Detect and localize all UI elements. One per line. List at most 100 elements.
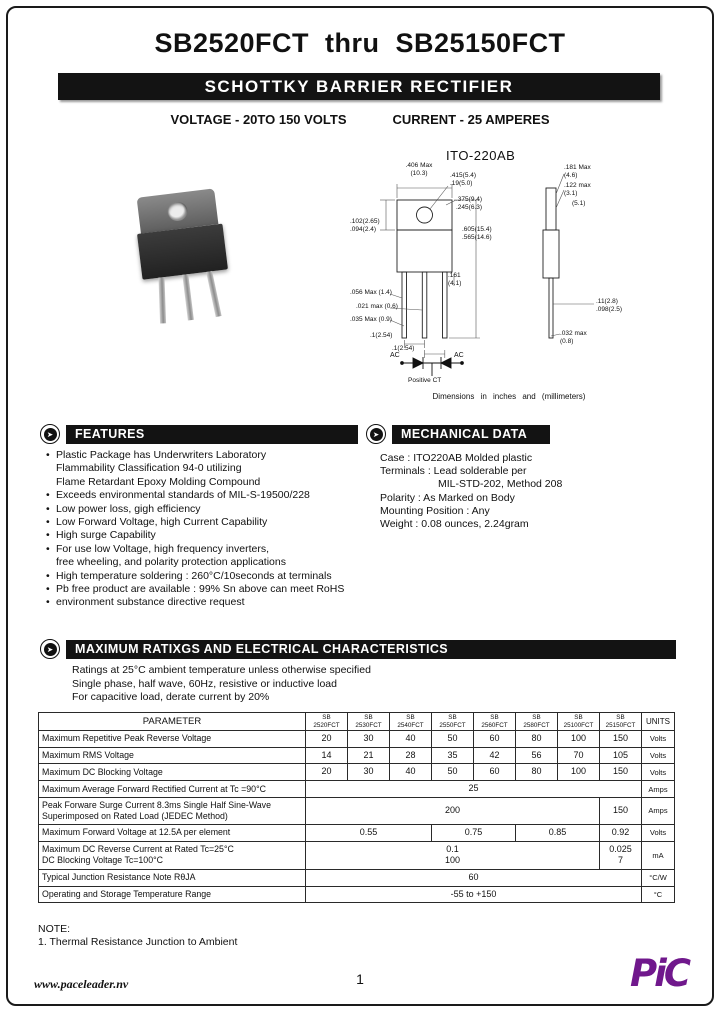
dim-label: .102(2.65) .094(2.4) (350, 218, 380, 233)
value-cell: 40 (389, 763, 432, 782)
voltage-range: VOLTAGE - 20TO 150 VOLTS (170, 112, 347, 127)
param-cell: Operating and Storage Temperature Range (38, 885, 306, 904)
unit-cell: Amps (641, 780, 675, 798)
unit-cell: mA (641, 840, 675, 870)
mechanical-line: MIL-STD-202, Method 208 (438, 478, 563, 491)
feature-item: High surge Capability (46, 529, 364, 543)
features-list: Plastic Package has Underwriters Laborat… (46, 449, 364, 610)
value-cell: 42 (473, 746, 516, 765)
mechanical-heading: MECHANICAL DATA (392, 424, 550, 444)
dim-label: .406 Max (10.3) (405, 162, 433, 177)
arrow-glyph: ➤ (43, 427, 57, 441)
table-row: Maximum Forward Voltage at 12.5A per ele… (38, 823, 675, 842)
mechanical-line: Case : ITO220AB Molded plastic (380, 452, 533, 464)
value-cell: 150 (599, 796, 642, 825)
ratings-intro-line: For capacitive load, derate current by 2… (72, 691, 270, 703)
package-lead (182, 274, 194, 321)
part-column-header: SB 25100FCT (557, 711, 600, 732)
dim-label: (5.1) (572, 200, 586, 207)
unit-cell: Volts (641, 823, 675, 842)
param-cell: Maximum DC Reverse Current at Rated Tc=2… (38, 840, 306, 870)
value-cell: 40 (389, 730, 432, 748)
package-photo (128, 188, 248, 324)
value-cell: 50 (431, 763, 474, 782)
feature-item: Low power loss, gigh efficiency (46, 503, 364, 517)
value-cell: 35 (431, 746, 474, 765)
dim-label: .415(5.4) .19(5.0) (450, 172, 477, 187)
unit-cell: °C (641, 885, 675, 904)
feature-item: Low Forward Voltage, high Current Capabi… (46, 516, 364, 530)
footer-website[interactable]: www.paceleader.nv (34, 977, 129, 991)
part-column-header: SB 2560FCT (473, 711, 516, 732)
feature-item: environment substance directive request (46, 596, 364, 610)
mechanical-line: Terminals : Lead solderable per (380, 465, 527, 478)
features-heading: FEATURES (66, 424, 358, 444)
ct-connection-diagram (400, 357, 464, 376)
ratings-heading: MAXIMUM RATIXGS AND ELECTRICAL CHARACTER… (66, 639, 676, 659)
dim-label: .161 (4.1) (448, 272, 462, 287)
param-cell: Maximum Average Forward Rectified Curren… (38, 780, 306, 798)
value-cell: 0.025 7 (599, 840, 642, 870)
package-outline-drawing (380, 173, 594, 376)
arrow-glyph: ➤ (43, 642, 57, 656)
value-cell: 0.85 (515, 823, 600, 842)
value-cell: 80 (515, 730, 558, 748)
value-cell: 80 (515, 763, 558, 782)
mounting-hole (166, 200, 189, 223)
unit-cell: Volts (641, 746, 675, 765)
dim-label: .021 max (0.6) (356, 303, 398, 310)
param-cell: Peak Forware Surge Current 8.3ms Single … (38, 796, 306, 825)
unit-cell: Volts (641, 763, 675, 782)
value-cell: 30 (347, 730, 390, 748)
value-cell: -55 to +150 (305, 885, 642, 904)
units-column-header: UNITS (641, 711, 675, 732)
part-column-header: SB 2580FCT (515, 711, 558, 732)
parameter-column-header: PARAMETER (38, 711, 306, 732)
value-cell: 100 (557, 763, 600, 782)
part-column-header: SB 25150FCT (599, 711, 642, 732)
value-cell: 0.75 (431, 823, 516, 842)
feature-item: Pb free product are available : 99% Sn a… (46, 583, 364, 597)
ac-terminal-label: AC (390, 352, 400, 359)
dim-label: .181 Max (4.6) (564, 164, 591, 179)
ratings-subtitle: VOLTAGE - 20TO 150 VOLTS CURRENT - 25 AM… (0, 112, 720, 127)
package-lead (206, 270, 222, 318)
dim-label: .11(2.8) .098(2.5) (596, 298, 623, 313)
param-cell: Maximum Forward Voltage at 12.5A per ele… (38, 823, 306, 842)
note-title: NOTE: (38, 923, 71, 935)
value-cell: 70 (557, 746, 600, 765)
table-row: Maximum Average Forward Rectified Curren… (38, 780, 675, 798)
value-cell: 200 (305, 796, 600, 825)
dim-label: .032 max (0.8) (560, 330, 587, 345)
value-cell: 150 (599, 763, 642, 782)
value-cell: 60 (473, 730, 516, 748)
section-arrow-icon: ➤ (40, 424, 60, 444)
mechanical-line: Mounting Position : Any (380, 504, 490, 517)
feature-item: High temperature soldering : 260°C/10sec… (46, 570, 364, 584)
value-cell: 56 (515, 746, 558, 765)
value-cell: 60 (305, 868, 642, 887)
part-column-header: SB 2530FCT (347, 711, 390, 732)
param-cell: Maximum DC Blocking Voltage (38, 763, 306, 782)
value-cell: 21 (347, 746, 390, 765)
dim-label: .605(15.4) .565(14.6) (462, 226, 492, 241)
ratings-intro: Ratings at 25°C ambient temperature unle… (72, 664, 371, 705)
table-row: Peak Forware Surge Current 8.3ms Single … (38, 796, 675, 825)
feature-item: Exceeds environmental standards of MIL-S… (46, 489, 364, 503)
part-column-header: SB 2540FCT (389, 711, 432, 732)
unit-cell: Volts (641, 730, 675, 748)
value-cell: 25 (305, 780, 642, 798)
package-photo-body (120, 181, 256, 330)
value-cell: 50 (431, 730, 474, 748)
value-cell: 100 (557, 730, 600, 748)
